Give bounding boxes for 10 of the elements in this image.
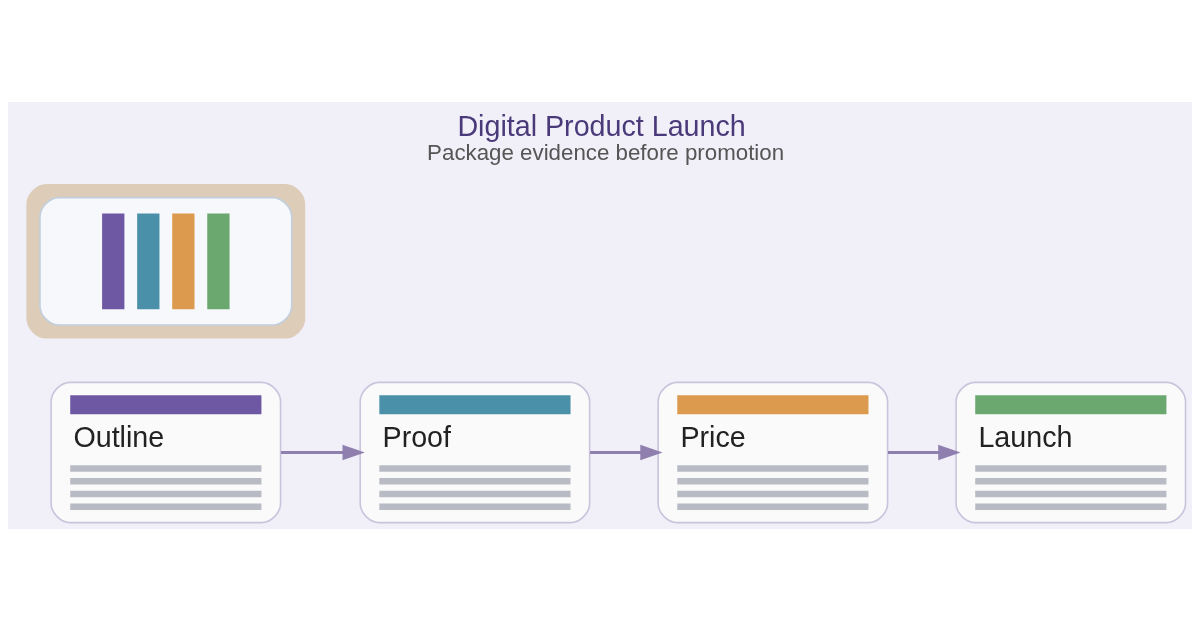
- arrow: [888, 444, 961, 460]
- diagram-title: Digital Product Launch: [457, 109, 746, 142]
- node-box: Launch: [955, 381, 1187, 523]
- cluster: [26, 183, 306, 339]
- node-box: Price: [657, 381, 889, 523]
- arrow: [280, 444, 365, 460]
- node-box: Proof: [359, 381, 591, 523]
- node-picture: [39, 196, 293, 326]
- arrow: [590, 444, 663, 460]
- node-box: Outline: [50, 381, 282, 523]
